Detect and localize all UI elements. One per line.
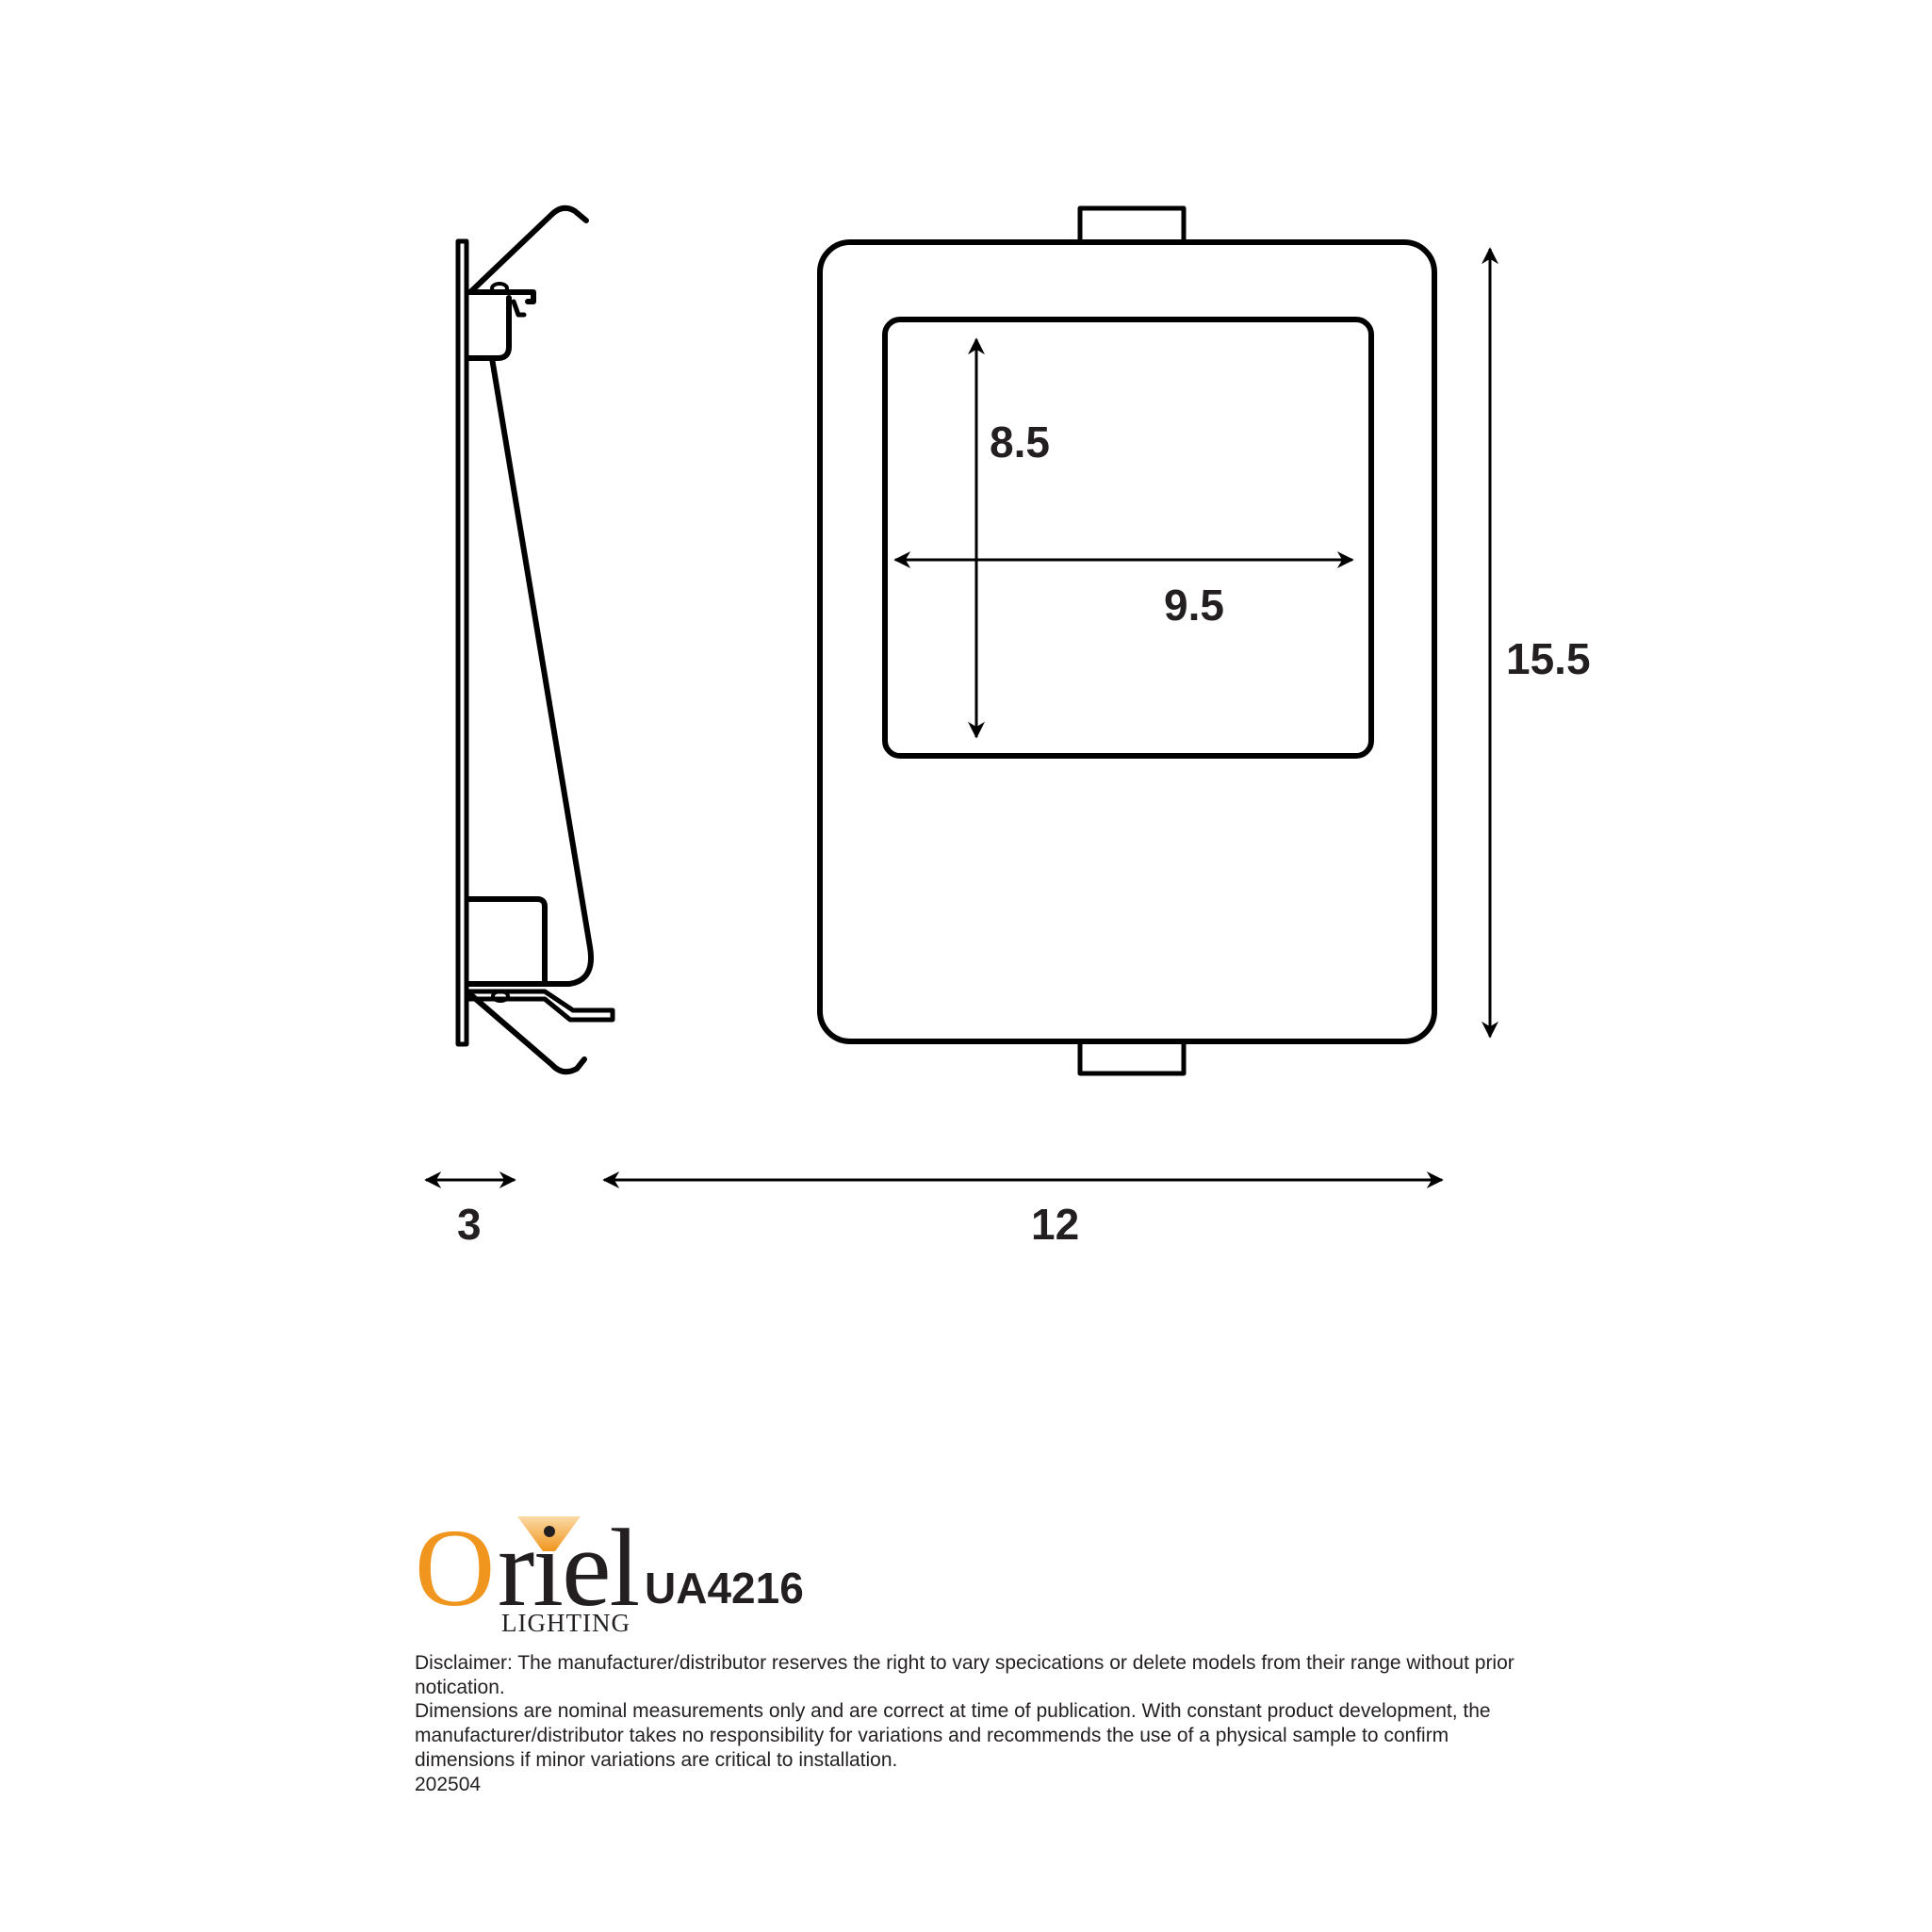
brand-logo: O rıel LIGHTING (415, 1506, 640, 1638)
aperture-width-label: 9.5 (1164, 581, 1224, 630)
depth-label: 3 (457, 1200, 482, 1249)
brand-logo-o: O (415, 1506, 496, 1629)
aperture-height-label: 8.5 (990, 418, 1050, 467)
side-view (455, 205, 615, 1075)
overall-width-label: 12 (1031, 1200, 1080, 1249)
disclaimer-line: manufacturer/distributor takes no respon… (415, 1725, 1449, 1747)
disclaimer-line: dimensions if minor variations are criti… (415, 1748, 898, 1771)
logo-lamp-icon (517, 1516, 581, 1551)
publication-code: 202504 (415, 1773, 482, 1795)
disclaimer-line: Dimensions are nominal measurements only… (415, 1700, 1491, 1723)
overall-height-label: 15.5 (1506, 634, 1591, 683)
outer-frame (817, 239, 1437, 1044)
disclaimer-line: notication. (415, 1676, 505, 1698)
brand-logo-sub: LIGHTING (501, 1609, 630, 1637)
front-view (817, 205, 1437, 1076)
dimension-arrows (424, 247, 1498, 1188)
brand-logo-riel: rıel (498, 1506, 640, 1629)
model-number: UA4216 (645, 1564, 804, 1613)
disclaimer-line: Disclaimer: The manufacturer/distributor… (415, 1652, 1514, 1674)
aperture (882, 317, 1374, 759)
bottom-tab (1077, 1037, 1187, 1076)
disclaimer: Disclaimer: The manufacturer/distributor… (415, 1651, 1583, 1796)
top-tab (1077, 205, 1187, 245)
